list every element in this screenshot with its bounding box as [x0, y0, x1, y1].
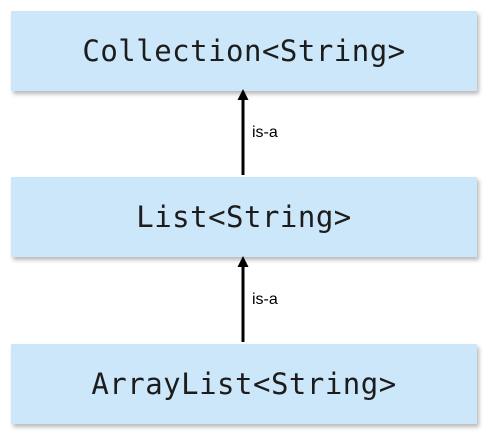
- node-list-string: List<String>: [11, 177, 477, 257]
- node-label: Collection<String>: [82, 34, 406, 68]
- edge-label: is-a: [252, 291, 278, 308]
- is-a-arrow-arraylist-to-list: [237, 256, 249, 342]
- edge-label: is-a: [252, 124, 278, 141]
- node-label: List<String>: [136, 200, 352, 234]
- node-arraylist-string: ArrayList<String>: [11, 344, 477, 424]
- node-label: ArrayList<String>: [91, 367, 397, 401]
- node-collection-string: Collection<String>: [11, 11, 477, 91]
- is-a-arrow-list-to-collection: [237, 89, 249, 175]
